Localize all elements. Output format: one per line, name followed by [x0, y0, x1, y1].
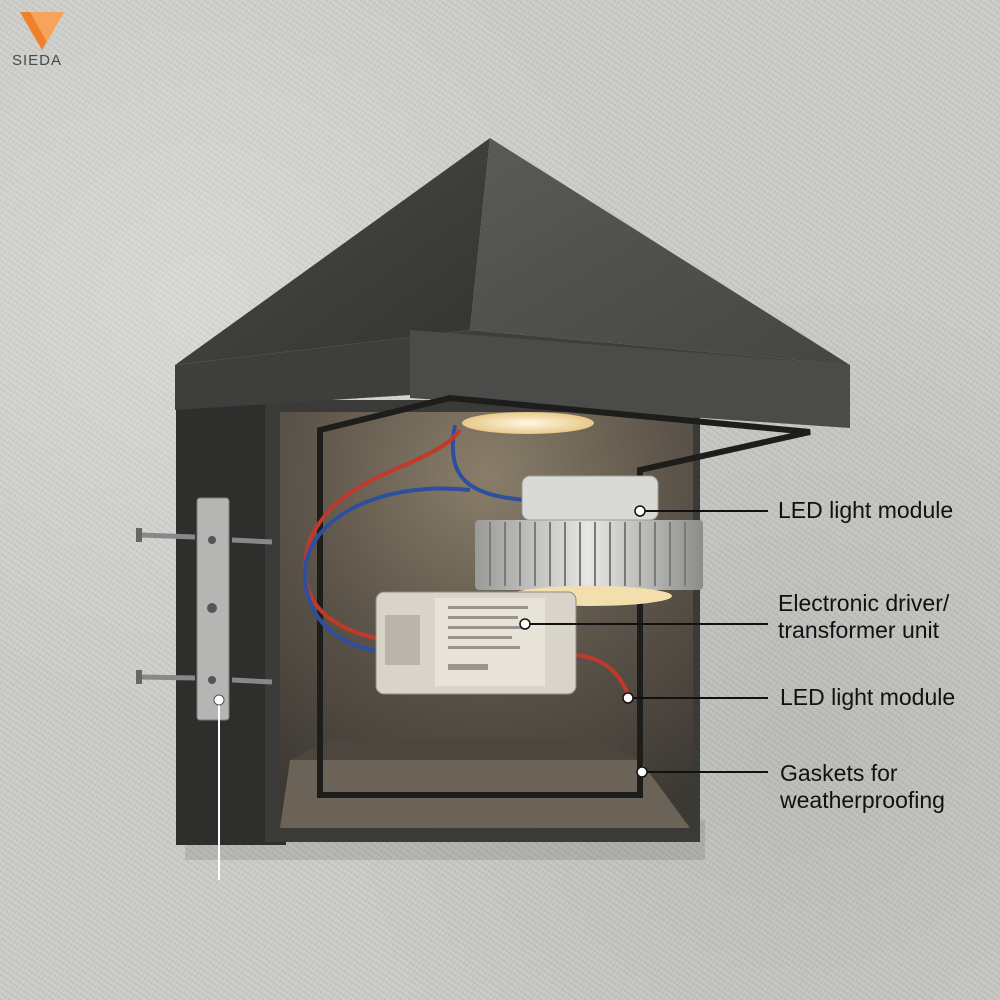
callout-driver: Electronic driver/ transformer unit	[778, 590, 950, 643]
top-lamp-glow	[462, 412, 594, 434]
heatsink-fins	[489, 522, 686, 586]
wire-red-2	[569, 653, 632, 701]
driver-terminal	[385, 615, 420, 665]
led-heatsink	[475, 520, 703, 590]
screw-heads	[136, 528, 142, 684]
gasket-seal	[317, 394, 811, 798]
bracket-hole	[208, 676, 216, 684]
roof-right-face	[470, 138, 850, 365]
callout-led-module-top: LED light module	[778, 497, 954, 523]
callout-gaskets: Gaskets for weatherproofing	[780, 760, 945, 813]
callout-led-module-bottom: LED light module	[780, 684, 956, 710]
tray-ledge	[290, 740, 640, 760]
leader-lines	[525, 510, 768, 773]
leader-markers	[519, 505, 648, 778]
sieda-logo-icon	[20, 12, 64, 50]
wire-blue-2	[302, 486, 471, 654]
bracket-marker	[213, 694, 225, 706]
roof-left-face	[175, 138, 490, 365]
led-cap	[521, 475, 659, 521]
wire-blue-1	[450, 424, 526, 502]
bracket-hole	[207, 603, 217, 613]
driver-label	[435, 598, 545, 686]
driver-label-text-lines	[448, 606, 528, 670]
wire-red-1	[302, 428, 462, 642]
mounting-screws	[139, 532, 273, 685]
brand-logo-text: SIEDA	[12, 52, 63, 69]
bracket-hole	[208, 536, 216, 544]
